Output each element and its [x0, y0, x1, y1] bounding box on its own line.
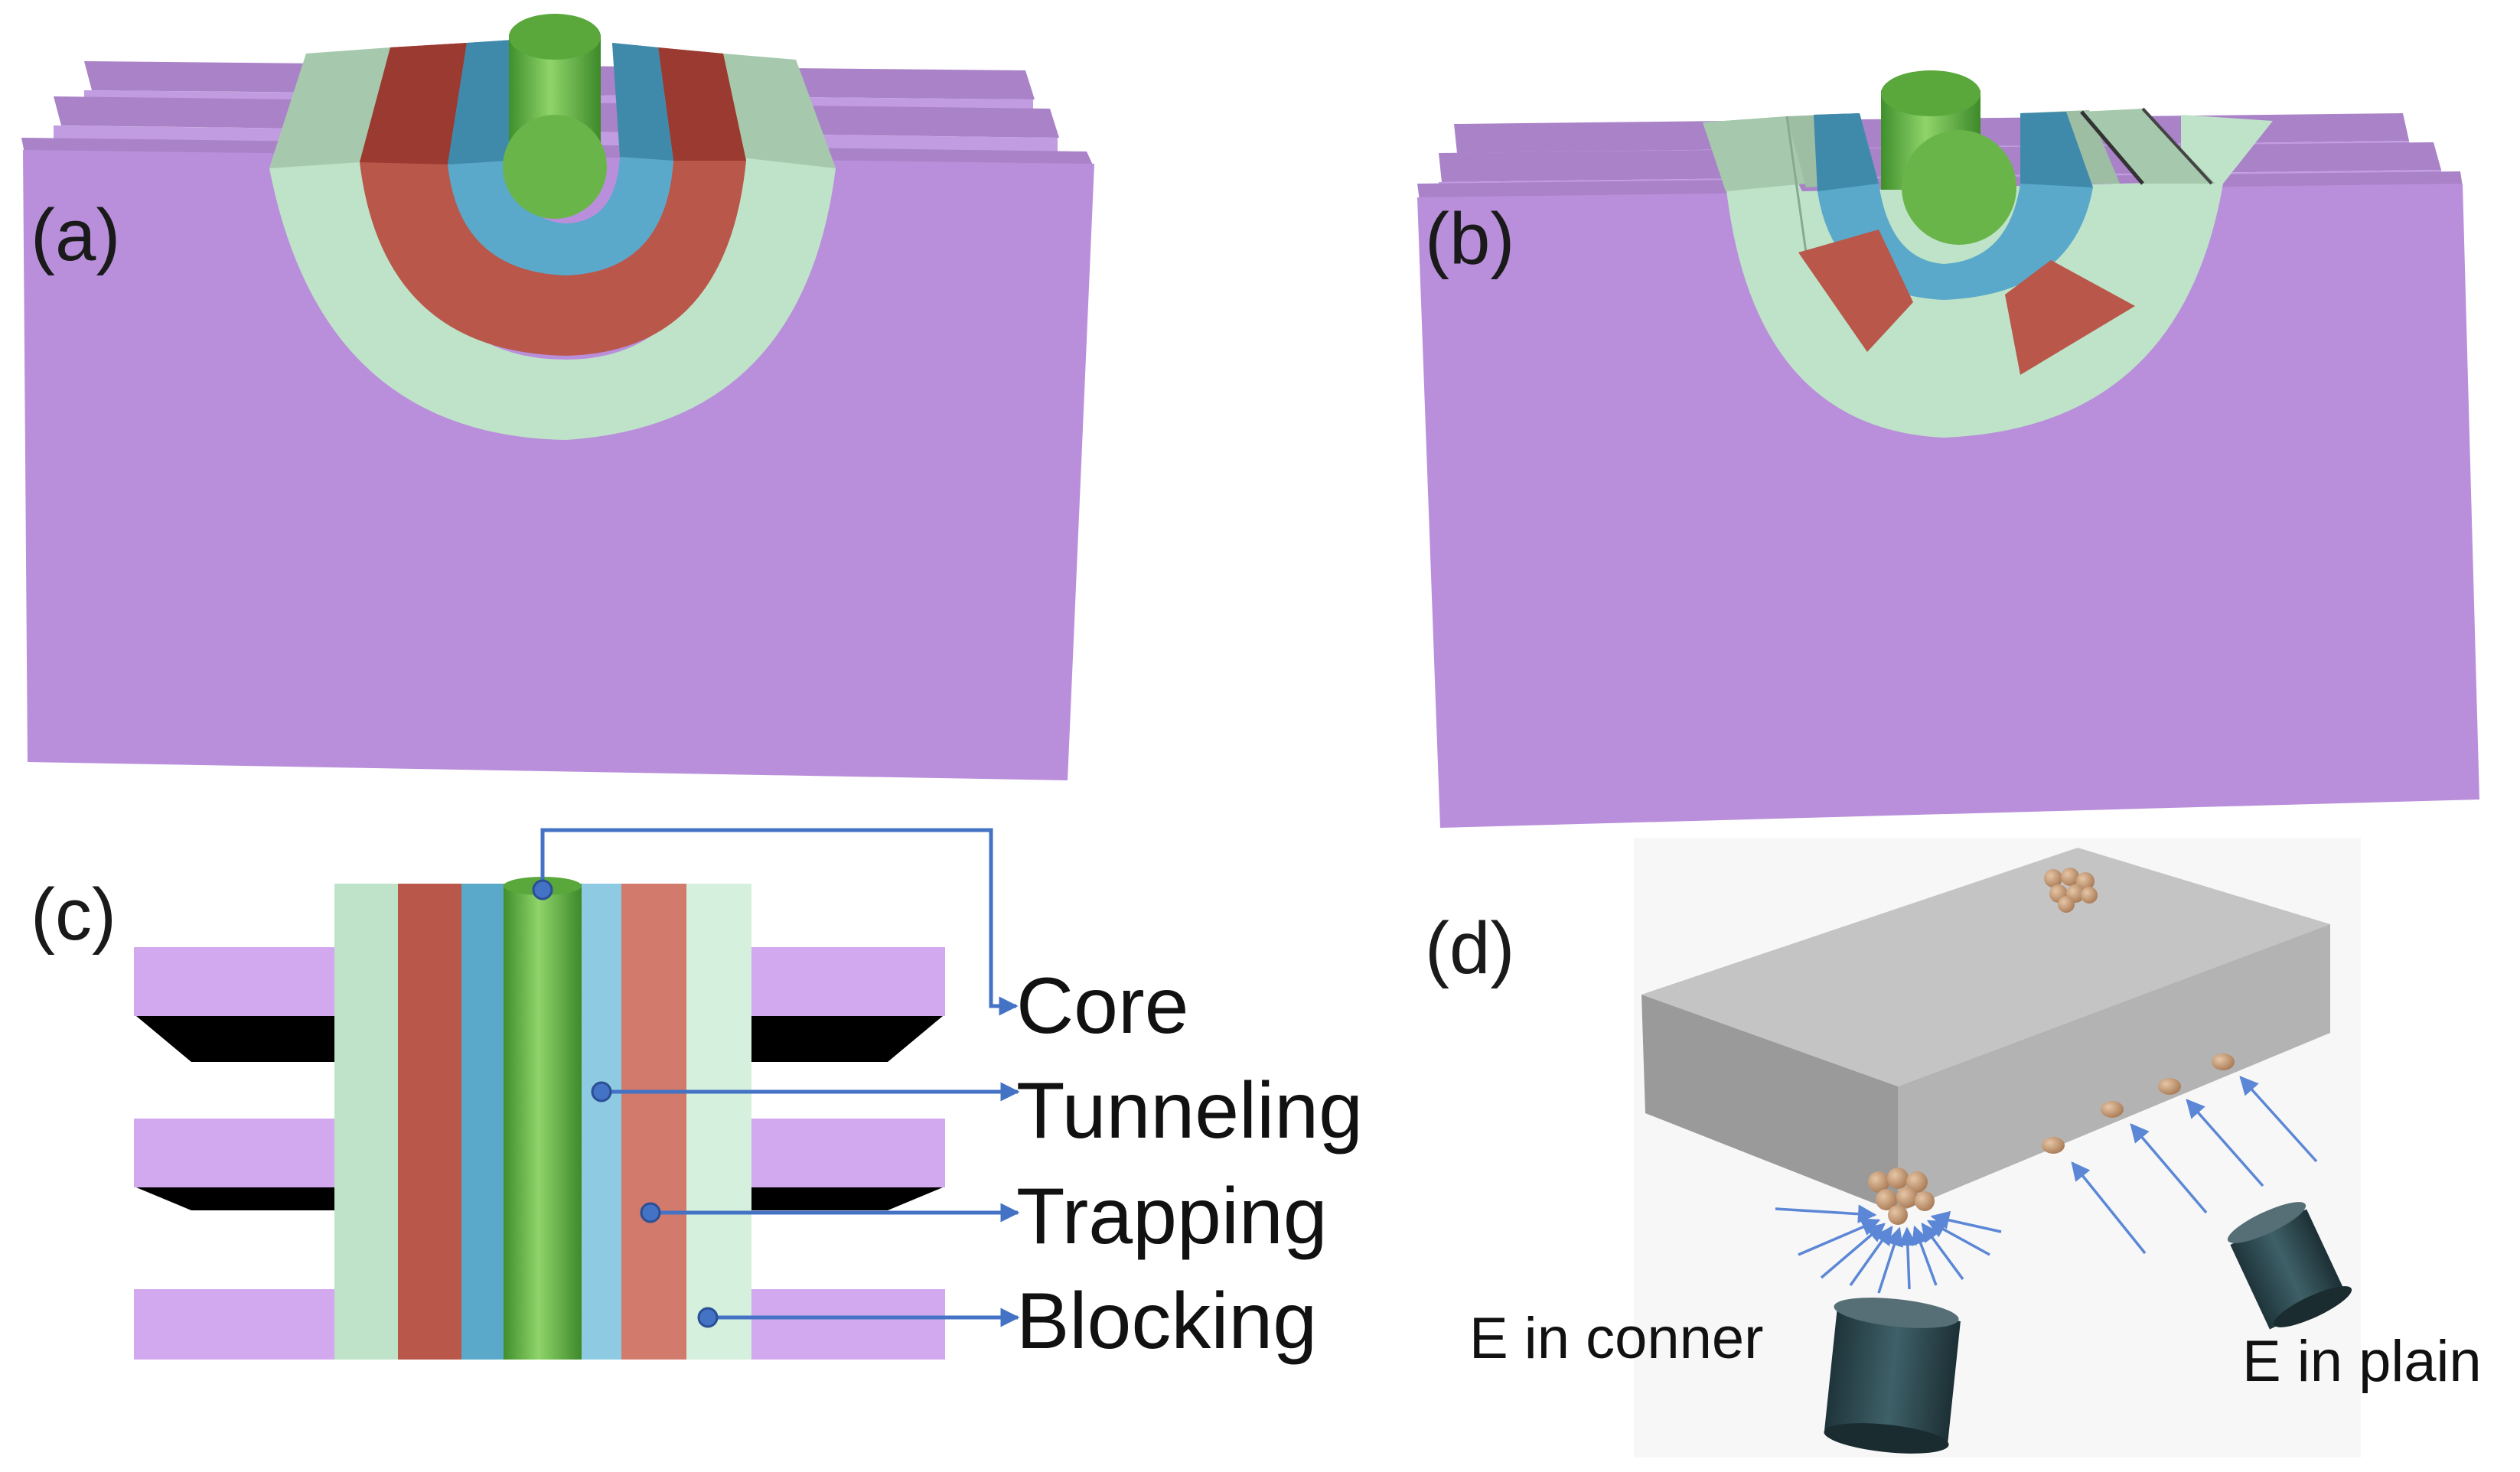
trapping-layer-left: [398, 884, 461, 1360]
blocking-layer-left: [334, 884, 398, 1360]
callout-trapping-dot: [640, 1202, 661, 1223]
panel-c: Core Tunneling Trapping Blocking (c): [31, 828, 1363, 1366]
wordline-plate-right: [751, 1119, 945, 1187]
trapping-layer-right: [621, 884, 686, 1360]
wordline-plate-left: [134, 1289, 334, 1360]
blocking-top-left: [269, 47, 390, 168]
wordline-shadow-right: [751, 1187, 943, 1210]
tunneling-top: [1814, 113, 1879, 191]
core-pillar: [504, 884, 582, 1360]
panel-label-a: (a): [31, 194, 120, 276]
blocking-top-left: [1703, 116, 1806, 191]
blocking-layer: [269, 47, 836, 440]
crack-line: [2141, 107, 2213, 185]
callout-core-dot: [532, 879, 553, 900]
trapping-fragment-left: [1798, 230, 1913, 352]
wordline-shadow-left: [136, 1016, 334, 1062]
particle-cluster-corner: [1868, 1168, 1935, 1225]
trapping-top-left: [360, 43, 467, 164]
core-cylinder-top: [1881, 70, 1980, 116]
trapping-fragment-right: [2005, 260, 2135, 375]
trapping-top-right: [658, 47, 746, 161]
layer-label-blocking: Blocking: [1016, 1277, 1317, 1366]
core-cylinder-face: [1902, 130, 2016, 245]
block-front-face: [1898, 924, 2330, 1213]
substrate-block-front: [1417, 184, 2479, 828]
crack-line: [1785, 116, 1808, 253]
blocking-top-right: [2082, 109, 2215, 184]
field-arrows-plain: [2071, 1076, 2318, 1255]
panel-label-c: (c): [31, 874, 116, 956]
particle-cluster-top: [2044, 868, 2098, 913]
layer-label-core: Core: [1016, 962, 1188, 1050]
field-arrows-corner: [1775, 1204, 2002, 1294]
particle: [2158, 1078, 2181, 1095]
layer-label-tunneling: Tunneling: [1016, 1067, 1363, 1155]
layer-label-trapping: Trapping: [1016, 1172, 1328, 1261]
electrode-cylinder-plain: [2227, 1202, 2352, 1330]
tunneling-layer-right: [582, 884, 621, 1360]
blocking-layer-right: [686, 884, 751, 1360]
crack-line: [2080, 110, 2144, 185]
tunneling-layer-left: [461, 884, 504, 1360]
wordline-plate-left: [134, 947, 334, 1016]
tunneling-top-right: [612, 43, 673, 161]
wordline-plate-left: [134, 1119, 334, 1187]
callout-core-line: [540, 828, 1019, 1016]
block-top-face: [1641, 848, 2330, 1086]
callout-tunneling-dot: [591, 1081, 612, 1102]
panel-d: E in conner E in plain (d): [1425, 838, 2482, 1457]
block-left-face: [1641, 995, 1898, 1213]
core-cylinder-top: [509, 14, 601, 60]
wordline-shadow-right: [751, 1016, 943, 1062]
field-label-corner: E in conner: [1469, 1306, 1763, 1371]
tunneling-top: [2020, 112, 2093, 187]
particle: [2212, 1054, 2235, 1070]
particle: [2101, 1101, 2124, 1118]
panel-a: (a): [21, 14, 1094, 780]
callout-blocking-dot: [697, 1307, 719, 1328]
panel-label-d: (d): [1425, 907, 1514, 989]
particle: [2042, 1137, 2065, 1154]
wordline-plate-right: [751, 947, 945, 1016]
field-label-plain: E in plain: [2242, 1329, 2482, 1394]
core-cylinder-face: [503, 115, 607, 219]
wordline-plate-right: [751, 1289, 945, 1360]
wordline-shadow-left: [136, 1187, 334, 1210]
tunneling-top-left: [448, 40, 513, 164]
substrate-block-front: [23, 150, 1094, 780]
panel-b: (b): [1417, 70, 2479, 828]
blocking-top-right: [723, 54, 836, 168]
electrode-cylinder-corner: [1824, 1298, 1961, 1454]
panel-label-b: (b): [1425, 198, 1514, 280]
